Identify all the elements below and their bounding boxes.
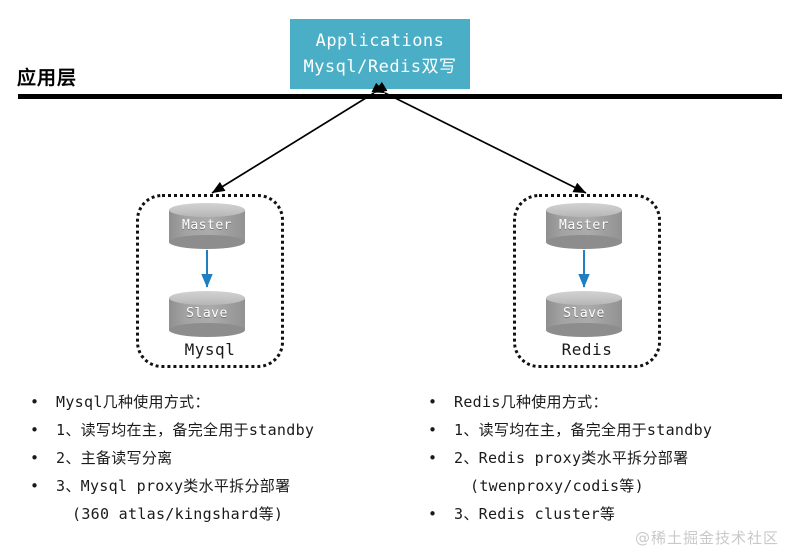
list-item-text: Mysql几种使用方式： (56, 393, 210, 411)
cylinder-top-icon (546, 203, 622, 217)
group-caption-mysql: Mysql (184, 340, 236, 359)
application-layer-divider (18, 94, 782, 99)
list-item: • 3、Mysql proxy类水平拆分部署 (30, 472, 410, 500)
db-node-mysql-master: Master (169, 203, 245, 249)
group-caption-redis: Redis (561, 340, 613, 359)
cylinder-top-icon (169, 291, 245, 305)
db-node-mysql-slave: Slave (169, 291, 245, 337)
bullet-list-mysql: • Mysql几种使用方式： • 1、读写均在主，备完全用于standby • … (30, 388, 410, 528)
db-node-label: Slave (186, 306, 228, 321)
cylinder-bottom-icon (546, 323, 622, 337)
applications-box-line2: Mysql/Redis双写 (303, 57, 457, 77)
bullet-dot-icon: • (428, 449, 438, 467)
bullet-dot-icon: • (30, 449, 40, 467)
list-item-text: 1、读写均在主，备完全用于standby (56, 421, 315, 439)
application-layer-label: 应用层 (17, 67, 78, 89)
applications-box: Applications Mysql/Redis双写 (290, 19, 470, 89)
list-item: • 1、读写均在主，备完全用于standby (30, 416, 410, 444)
bullet-dot-icon: • (428, 421, 438, 439)
group-box-mysql: Mysql (136, 194, 284, 368)
list-item-text: Redis几种使用方式： (454, 393, 608, 411)
db-node-label: Master (182, 218, 232, 233)
db-node-redis-slave: Slave (546, 291, 622, 337)
watermark: @稀土掘金技术社区 (634, 529, 779, 547)
list-item-text: 2、Redis proxy类水平拆分部署 (454, 449, 689, 467)
list-item-text: 1、读写均在主，备完全用于standby (454, 421, 713, 439)
cylinder-top-icon (169, 203, 245, 217)
list-item-continuation: (twenproxy/codis等) (470, 477, 644, 495)
group-box-redis: Redis (513, 194, 661, 368)
db-node-label: Slave (563, 306, 605, 321)
cylinder-bottom-icon (546, 235, 622, 249)
list-item: • 3、Redis cluster等 (428, 500, 788, 528)
list-item-text: 3、Redis cluster等 (454, 505, 616, 523)
connector-app-to-mysql (211, 81, 388, 194)
list-item: • 2、Redis proxy类水平拆分部署 (428, 444, 788, 472)
list-item-continuation: (360 atlas/kingshard等) (72, 505, 284, 523)
connector-app-to-redis (371, 82, 587, 194)
list-item: • 1、读写均在主，备完全用于standby (428, 416, 788, 444)
list-item-text: 2、主备读写分离 (56, 449, 173, 467)
bullet-dot-icon: • (428, 505, 438, 523)
applications-box-line1: Applications (315, 31, 445, 51)
bullet-dot-icon: • (30, 421, 40, 439)
bullet-list-redis: • Redis几种使用方式： • 1、读写均在主，备完全用于standby • … (428, 388, 788, 528)
list-item-text: 3、Mysql proxy类水平拆分部署 (56, 477, 291, 495)
list-item: • 2、主备读写分离 (30, 444, 410, 472)
cylinder-top-icon (546, 291, 622, 305)
db-node-label: Master (559, 218, 609, 233)
bullet-dot-icon: • (30, 393, 40, 411)
list-item: • Redis几种使用方式： (428, 388, 788, 416)
bullet-dot-icon: • (30, 477, 40, 495)
bullet-dot-icon: • (428, 393, 438, 411)
db-node-redis-master: Master (546, 203, 622, 249)
list-item: • Mysql几种使用方式： (30, 388, 410, 416)
cylinder-bottom-icon (169, 323, 245, 337)
cylinder-bottom-icon (169, 235, 245, 249)
